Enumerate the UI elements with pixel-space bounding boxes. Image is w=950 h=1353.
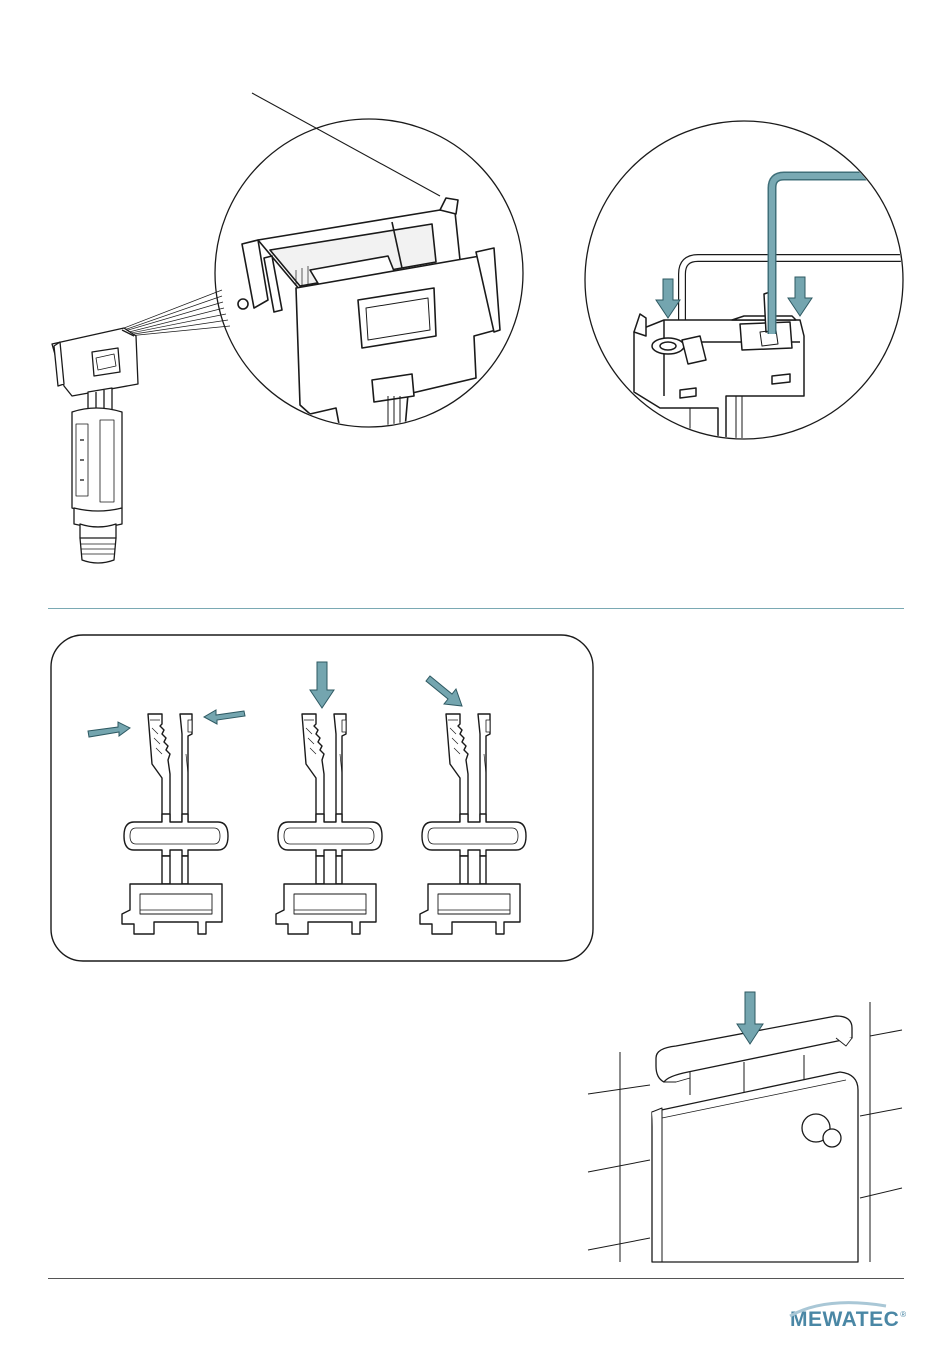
flush-button-small bbox=[823, 1129, 841, 1147]
clip-insert-figure bbox=[580, 115, 910, 450]
arrow-down-left bbox=[656, 279, 680, 318]
valve-detail-figure bbox=[40, 80, 530, 580]
brand-logo: MEWATEC® bbox=[790, 1308, 907, 1338]
arrow-down-right bbox=[788, 277, 812, 316]
section-divider bbox=[48, 608, 904, 609]
logo-swoosh-icon bbox=[786, 1294, 906, 1324]
cover-mount-figure bbox=[580, 985, 910, 1270]
footer-divider bbox=[48, 1278, 904, 1279]
leader-line bbox=[252, 93, 440, 196]
magnifier-beam bbox=[124, 290, 230, 336]
registered-mark: ® bbox=[900, 1310, 906, 1319]
clip-steps-figure bbox=[48, 632, 596, 964]
